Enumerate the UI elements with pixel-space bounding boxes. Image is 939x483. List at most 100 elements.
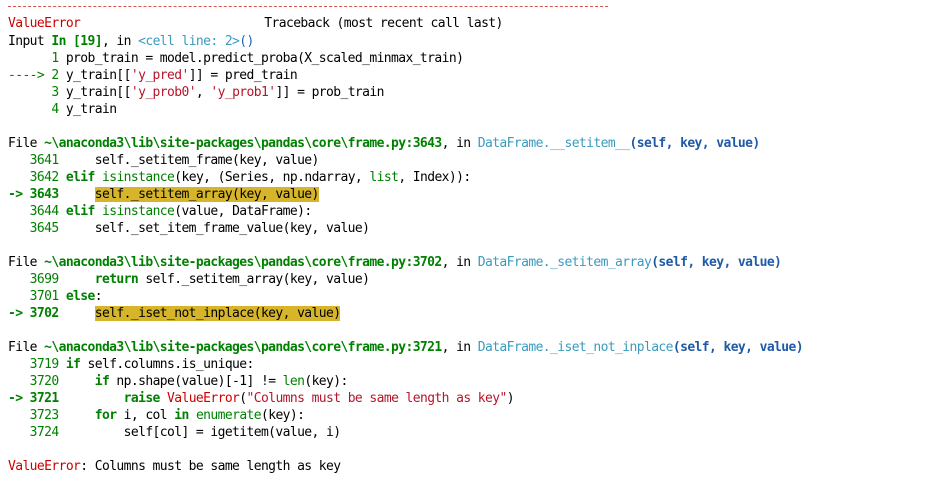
keyword: if <box>94 374 110 389</box>
cell-parens: () <box>239 34 254 49</box>
function-args: (self, key, value) <box>672 340 804 355</box>
code-text: (key): <box>304 374 348 389</box>
line-number: 4 <box>8 102 66 117</box>
code-text: np.shape(value)[-1] != <box>109 374 283 389</box>
function-name: DataFrame._iset_not_inplace <box>477 340 674 355</box>
keyword: return <box>94 272 139 287</box>
code-text: (key, (Series, np.ndarray, <box>174 170 370 185</box>
in-label: In [19] <box>51 34 102 49</box>
code-text: self._set_item_frame_value(key, value) <box>94 221 370 236</box>
builtin: isinstance <box>101 170 175 185</box>
code-text: (key): <box>261 408 305 423</box>
code-text: (value, DataFrame): <box>174 204 312 219</box>
space <box>189 408 196 423</box>
code-text: self[col] = igetitem(value, i) <box>123 425 341 440</box>
builtin: isinstance <box>101 204 175 219</box>
string-literal: 'y_prob0' <box>130 85 197 100</box>
file-prefix: File <box>8 136 45 151</box>
line-number: 3 <box>8 85 66 100</box>
code-text: self.columns.is_unique: <box>80 357 255 372</box>
code-text: self._setitem_array(key, value) <box>138 272 370 287</box>
code-text: prob_train = model.predict_proba(X_scale… <box>65 51 464 66</box>
line-number: 3645 <box>8 221 95 236</box>
frame-header: File ~\anaconda3\lib\site-packages\panda… <box>8 339 804 356</box>
code-line: 3720 if np.shape(value)[-1] != len(key): <box>8 373 349 390</box>
code-line: 3723 for i, col in enumerate(key): <box>8 407 305 424</box>
code-line: 3644 elif isinstance(value, DataFrame): <box>8 203 313 220</box>
separator-rule <box>8 6 608 7</box>
builtin: len <box>282 374 305 389</box>
code-line: 3 y_train[['y_prob0', 'y_prob1']] = prob… <box>8 84 384 101</box>
code-line-current: -> 3702 self._iset_not_inplace(key, valu… <box>8 305 341 322</box>
line-number: 3641 <box>8 153 95 168</box>
in-sep: , in <box>441 136 478 151</box>
line-number: 3724 <box>8 425 124 440</box>
code-line: 3641 self._setitem_frame(key, value) <box>8 152 320 169</box>
code-text: y_train[[ <box>65 68 132 83</box>
input-prefix: Input <box>8 34 52 49</box>
code-text: ) <box>506 391 515 406</box>
cell-ref: <cell line: 2> <box>138 34 240 49</box>
code-line-current: -> 3721 raise ValueError("Columns must b… <box>8 390 515 407</box>
string-literal: 'y_pred' <box>130 68 189 83</box>
highlighted-code: self._setitem_array(key, value) <box>94 187 319 202</box>
line-number: 3719 <box>8 357 66 372</box>
code-text: ( <box>239 391 247 406</box>
line-arrow: -> 3702 <box>8 306 95 321</box>
final-error: ValueError: Columns must be same length … <box>8 458 341 475</box>
code-line-current: -> 3643 self._setitem_array(key, value) <box>8 186 319 203</box>
function-name: DataFrame.__setitem__ <box>477 136 630 151</box>
line-number: 3701 <box>8 289 66 304</box>
builtin: enumerate <box>195 408 262 423</box>
line-arrow: -> 3643 <box>8 187 95 202</box>
in-sep: , in <box>101 34 139 49</box>
error-message: : Columns must be same length as key <box>80 459 341 474</box>
function-args: (self, key, value) <box>629 136 761 151</box>
line-number: 3642 <box>8 170 66 185</box>
error-name: ValueError <box>8 16 81 31</box>
code-line: 3699 return self._setitem_array(key, val… <box>8 271 370 288</box>
file-path-link[interactable]: ~\anaconda3\lib\site-packages\pandas\cor… <box>44 255 442 270</box>
code-line: 3724 self[col] = igetitem(value, i) <box>8 424 341 441</box>
builtin: list <box>369 170 399 185</box>
code-text: ]] = pred_train <box>188 68 298 83</box>
code-line-current: ----> 2 y_train[['y_pred']] = pred_train <box>8 67 298 84</box>
in-sep: , in <box>441 340 478 355</box>
file-prefix: File <box>8 255 45 270</box>
keyword: for <box>94 408 117 423</box>
line-number: 3720 <box>8 374 95 389</box>
string-literal: 'y_prob1' <box>210 85 276 100</box>
code-line: 3719 if self.columns.is_unique: <box>8 356 255 373</box>
line-number: 3699 <box>8 272 95 287</box>
line-arrow: -> 3721 <box>8 391 124 406</box>
keyword: elif <box>65 170 96 185</box>
function-name: DataFrame._setitem_array <box>477 255 652 270</box>
highlighted-code: self._iset_not_inplace(key, value) <box>94 306 341 321</box>
input-cell-header: Input In [19], in <cell line: 2>() <box>8 33 254 50</box>
code-text: i, col <box>116 408 175 423</box>
frame-header: File ~\anaconda3\lib\site-packages\panda… <box>8 254 782 271</box>
code-text: : <box>94 289 103 304</box>
file-path-link[interactable]: ~\anaconda3\lib\site-packages\pandas\cor… <box>44 136 442 151</box>
file-path-link[interactable]: ~\anaconda3\lib\site-packages\pandas\cor… <box>44 340 442 355</box>
space <box>160 391 167 406</box>
code-line: 3645 self._set_item_frame_value(key, val… <box>8 220 370 237</box>
keyword: else <box>65 289 96 304</box>
traceback-header: ValueError Traceback (most recent call la… <box>8 15 503 32</box>
code-line: 3701 else: <box>8 288 103 305</box>
keyword: elif <box>65 204 96 219</box>
line-number: 3644 <box>8 204 66 219</box>
exception-name: ValueError <box>167 391 240 406</box>
frame-header: File ~\anaconda3\lib\site-packages\panda… <box>8 135 760 152</box>
file-prefix: File <box>8 340 45 355</box>
in-sep: , in <box>441 255 478 270</box>
keyword: raise <box>123 391 161 406</box>
code-text: self._setitem_frame(key, value) <box>94 153 320 168</box>
error-name: ValueError <box>8 459 81 474</box>
code-text: y_train <box>65 102 117 117</box>
keyword: if <box>65 357 81 372</box>
line-arrow: ----> 2 <box>8 68 66 83</box>
line-number: 3723 <box>8 408 95 423</box>
traceback-title: Traceback (most recent call last) <box>264 16 503 31</box>
line-number: 1 <box>8 51 66 66</box>
